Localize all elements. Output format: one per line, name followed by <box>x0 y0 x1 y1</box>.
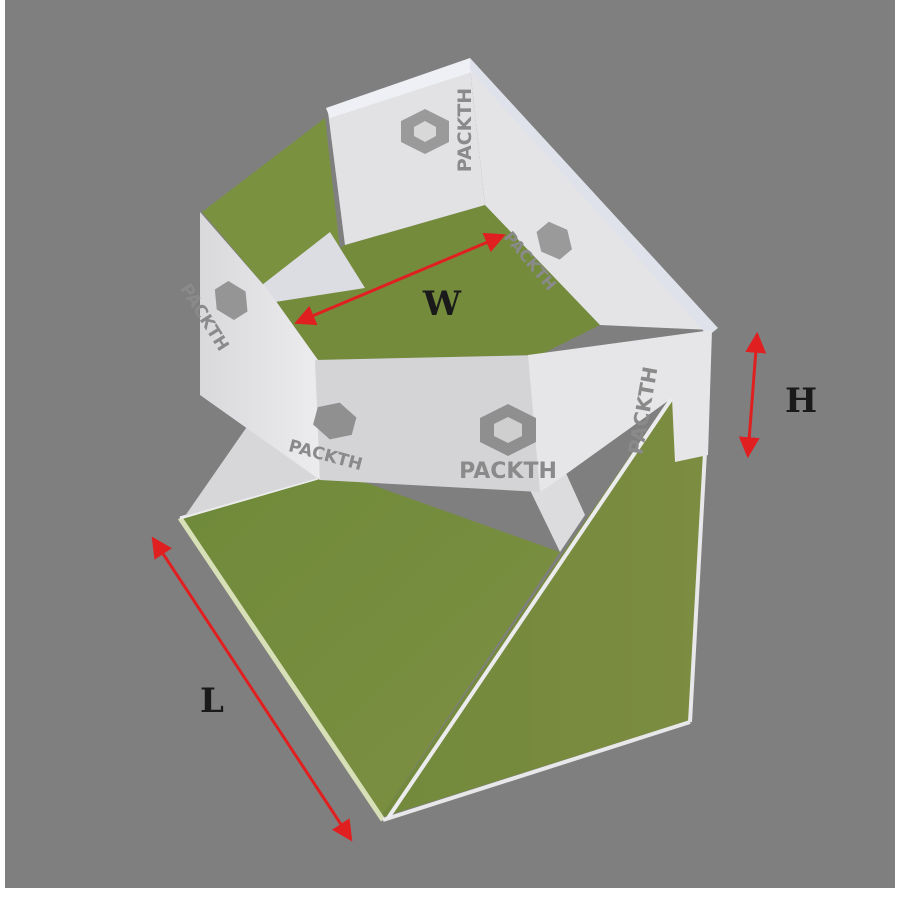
box-front-center-wall <box>315 355 540 492</box>
brand-name-back: PACKTH <box>454 88 476 172</box>
brand-name-front: PACKTH <box>459 459 557 484</box>
tray-edge-right <box>688 451 707 723</box>
length-label: L <box>200 681 224 721</box>
tray-edge-diagonal <box>386 396 674 820</box>
brand-logo-front: PACKTH <box>459 404 557 484</box>
brand-logo-back: PACKTH <box>401 88 476 172</box>
tray-edge-top <box>179 476 319 520</box>
width-label: W <box>422 284 462 324</box>
box-front-right-wall <box>528 330 712 492</box>
box-top-rim <box>326 58 478 118</box>
box-front-left-wall <box>200 212 320 480</box>
height-arrow <box>738 331 767 459</box>
box-logo-icon <box>480 404 536 456</box>
box-logo-icon <box>214 281 248 321</box>
height-label: H <box>785 381 817 421</box>
box-back-wall <box>328 68 485 245</box>
width-arrow <box>294 232 506 326</box>
tray-edge-bottom <box>382 720 691 822</box>
box-logo-icon <box>313 402 357 440</box>
length-arrow <box>151 536 353 842</box>
box-top-rim-right <box>470 58 718 336</box>
box-logo-icon <box>401 109 449 154</box>
tray-white-wall <box>185 405 318 516</box>
box-logo-icon <box>536 221 572 260</box>
